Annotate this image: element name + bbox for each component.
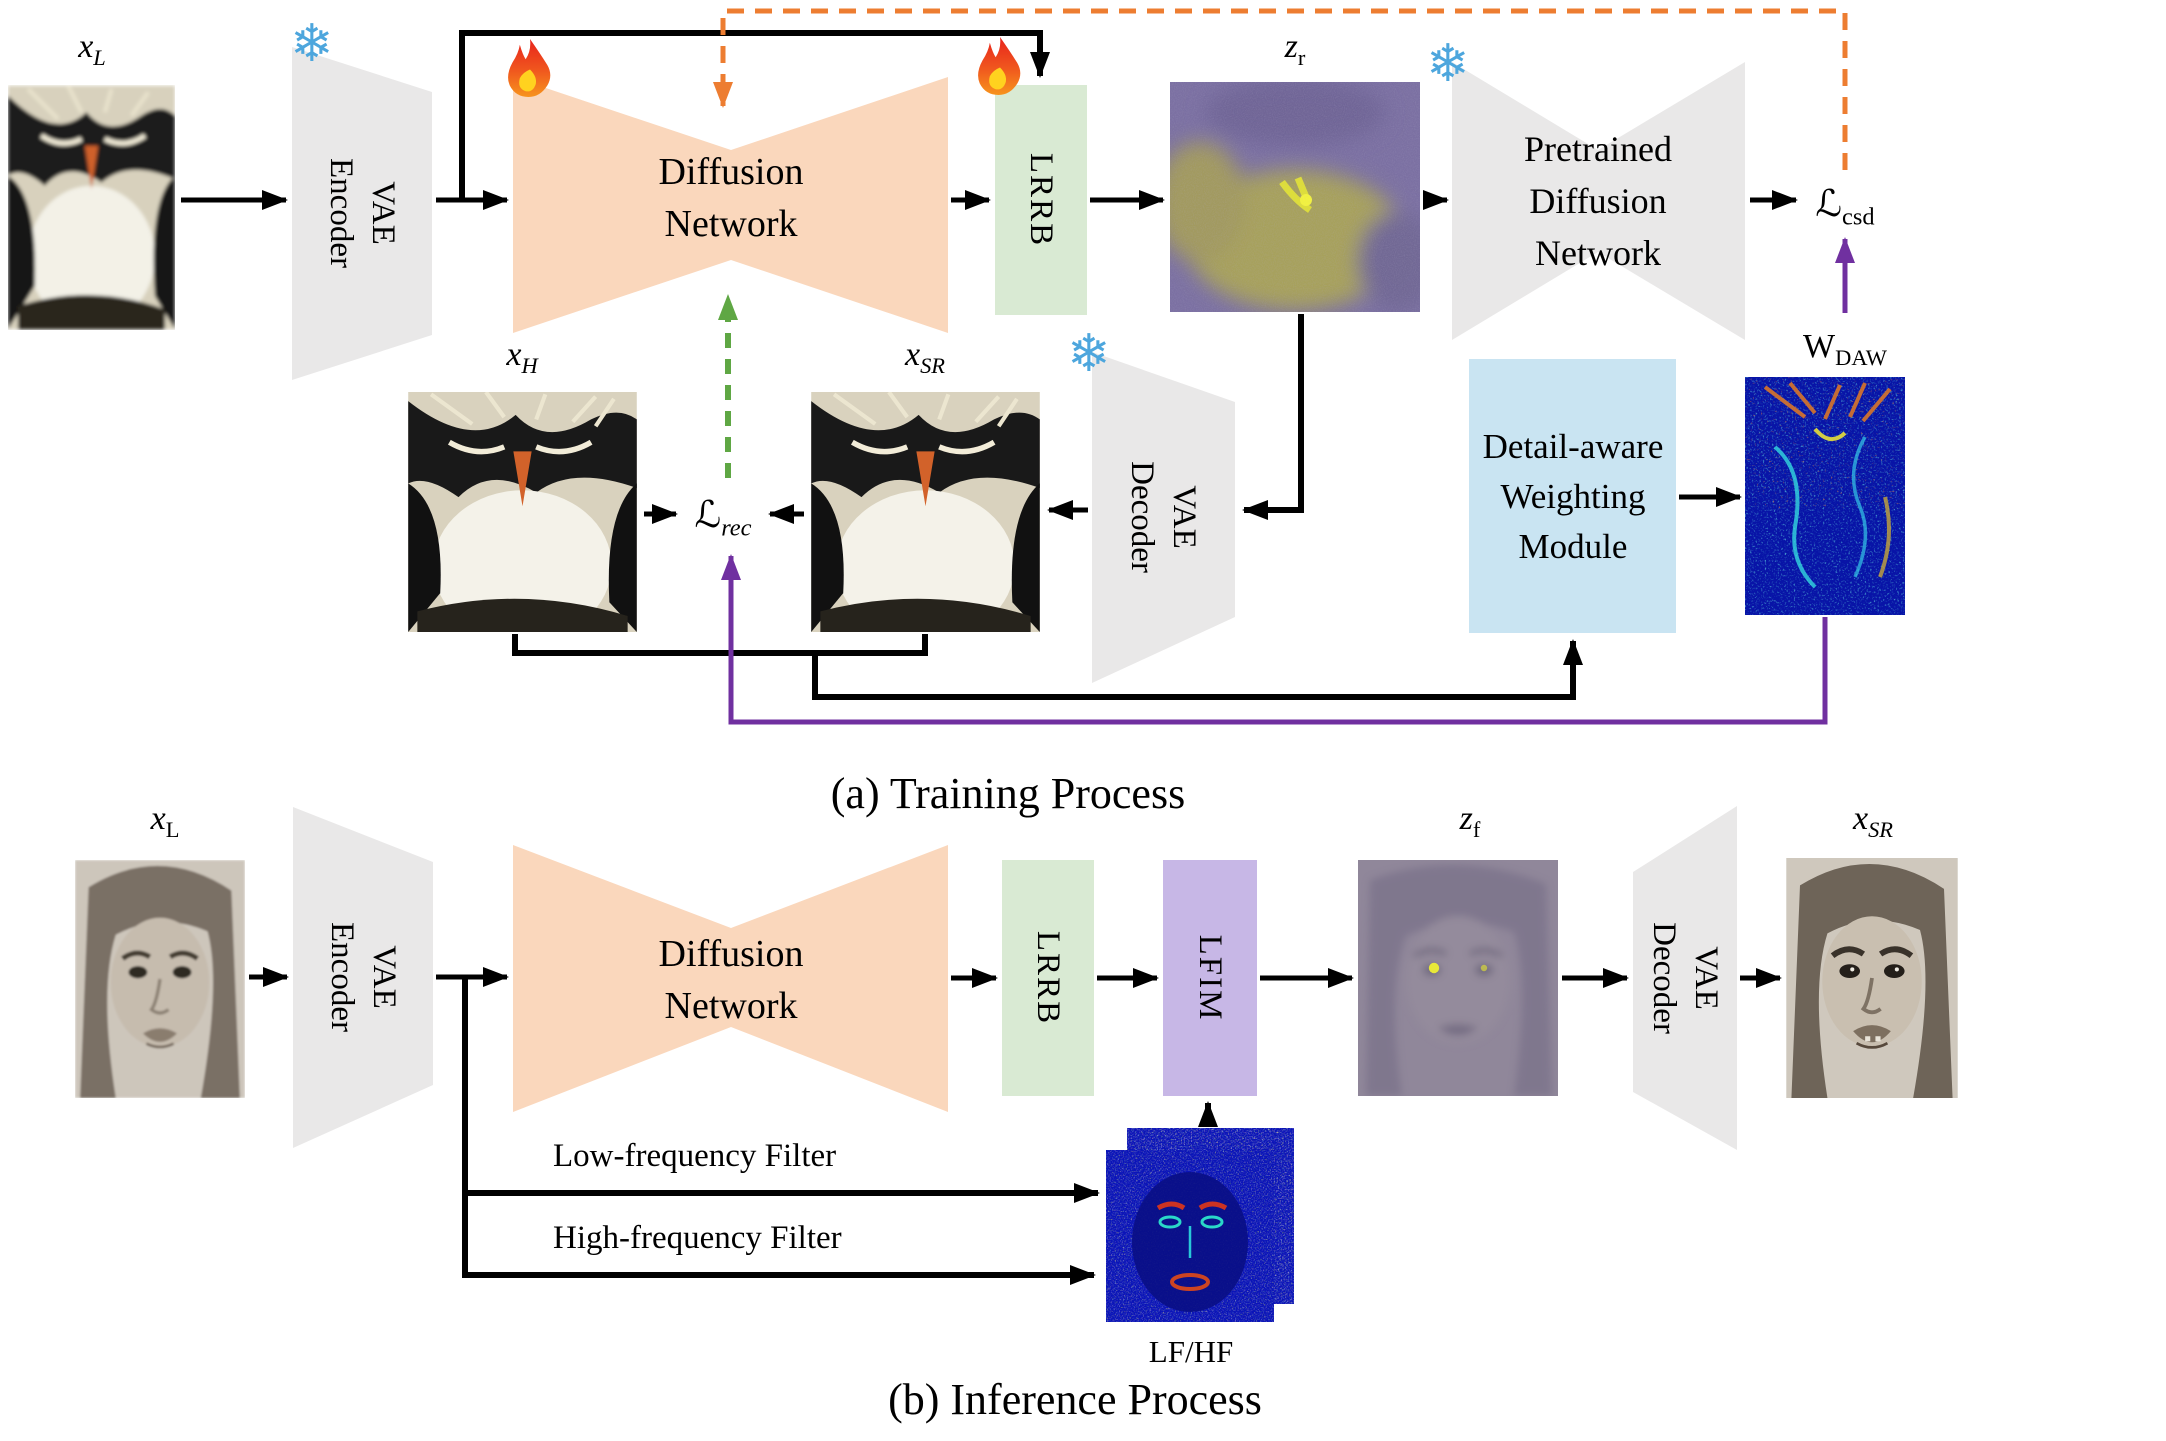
x-sr-image-inference xyxy=(1786,858,1958,1098)
lrrb-box-inference: LRRB xyxy=(1002,860,1094,1096)
z-r-latent-image xyxy=(1170,82,1420,312)
lfim-box: LFIM xyxy=(1163,860,1257,1096)
z-f-latent-image xyxy=(1358,860,1558,1096)
vae-encoder-shape-training xyxy=(292,47,432,380)
snowflake-icon-decoder: ❄ xyxy=(1067,324,1111,384)
daw-module-box xyxy=(1469,359,1676,633)
fire-icon-diffusion xyxy=(501,37,559,99)
snowflake-icon-encoder: ❄ xyxy=(290,14,334,74)
lf-hf-label: LF/HF xyxy=(1148,1334,1234,1369)
lrrb-label-training: LRRB xyxy=(1023,152,1059,248)
diffusion-network-shape-inference xyxy=(513,845,948,1112)
wire-to-daw-module xyxy=(812,639,1583,700)
z-f-label: zf xyxy=(1459,800,1481,842)
vae-encoder-shape-inference xyxy=(293,807,433,1148)
skip-connection-to-lrrb xyxy=(459,30,1050,198)
w-daw-label: WDAW xyxy=(1803,328,1887,370)
vae-decoder-shape-inference xyxy=(1633,806,1737,1150)
purple-wire-wdaw-to-lrec xyxy=(721,554,1828,725)
x-h-image xyxy=(408,392,637,632)
snowflake-icon-pretrained: ❄ xyxy=(1426,34,1470,94)
x-l-label-training: xL xyxy=(78,28,106,70)
dashed-orange-csd-feedback xyxy=(713,8,1848,170)
l-csd-label: ℒcsd xyxy=(1815,182,1875,231)
high-frequency-filter-label: High-frequency Filter xyxy=(553,1220,842,1256)
lrrb-label-inference: LRRB xyxy=(1030,930,1066,1026)
lf-hf-image-front xyxy=(1106,1150,1274,1322)
caption-training: (a) Training Process xyxy=(830,769,1186,818)
diffusion-network-shape-training xyxy=(513,77,948,333)
wire-xh-xsr-join xyxy=(512,634,928,656)
w-daw-heatmap-image xyxy=(1745,377,1905,615)
fire-icon-lrrb xyxy=(971,35,1029,97)
x-sr-label-training: xSR xyxy=(904,336,946,378)
lrrb-box-training: LRRB xyxy=(995,85,1087,315)
x-l-image-training xyxy=(8,85,175,330)
wire-high-frequency xyxy=(462,1193,1096,1285)
lfim-label: LFIM xyxy=(1192,934,1228,1022)
line-zr-to-decoder xyxy=(1242,314,1304,520)
x-sr-image-training xyxy=(811,392,1040,632)
caption-inference: (b) Inference Process xyxy=(888,1375,1262,1424)
z-r-label: zr xyxy=(1284,28,1306,70)
x-h-label: xH xyxy=(506,336,538,378)
vae-decoder-shape-training xyxy=(1092,352,1235,683)
low-frequency-filter-label: Low-frequency Filter xyxy=(553,1138,837,1174)
l-rec-label: ℒrec xyxy=(694,493,752,542)
x-sr-label-inference: xSR xyxy=(1852,800,1894,842)
x-l-label-inference: xL xyxy=(150,800,180,842)
x-l-image-inference xyxy=(75,860,245,1098)
pretrained-diffusion-shape xyxy=(1452,62,1745,340)
